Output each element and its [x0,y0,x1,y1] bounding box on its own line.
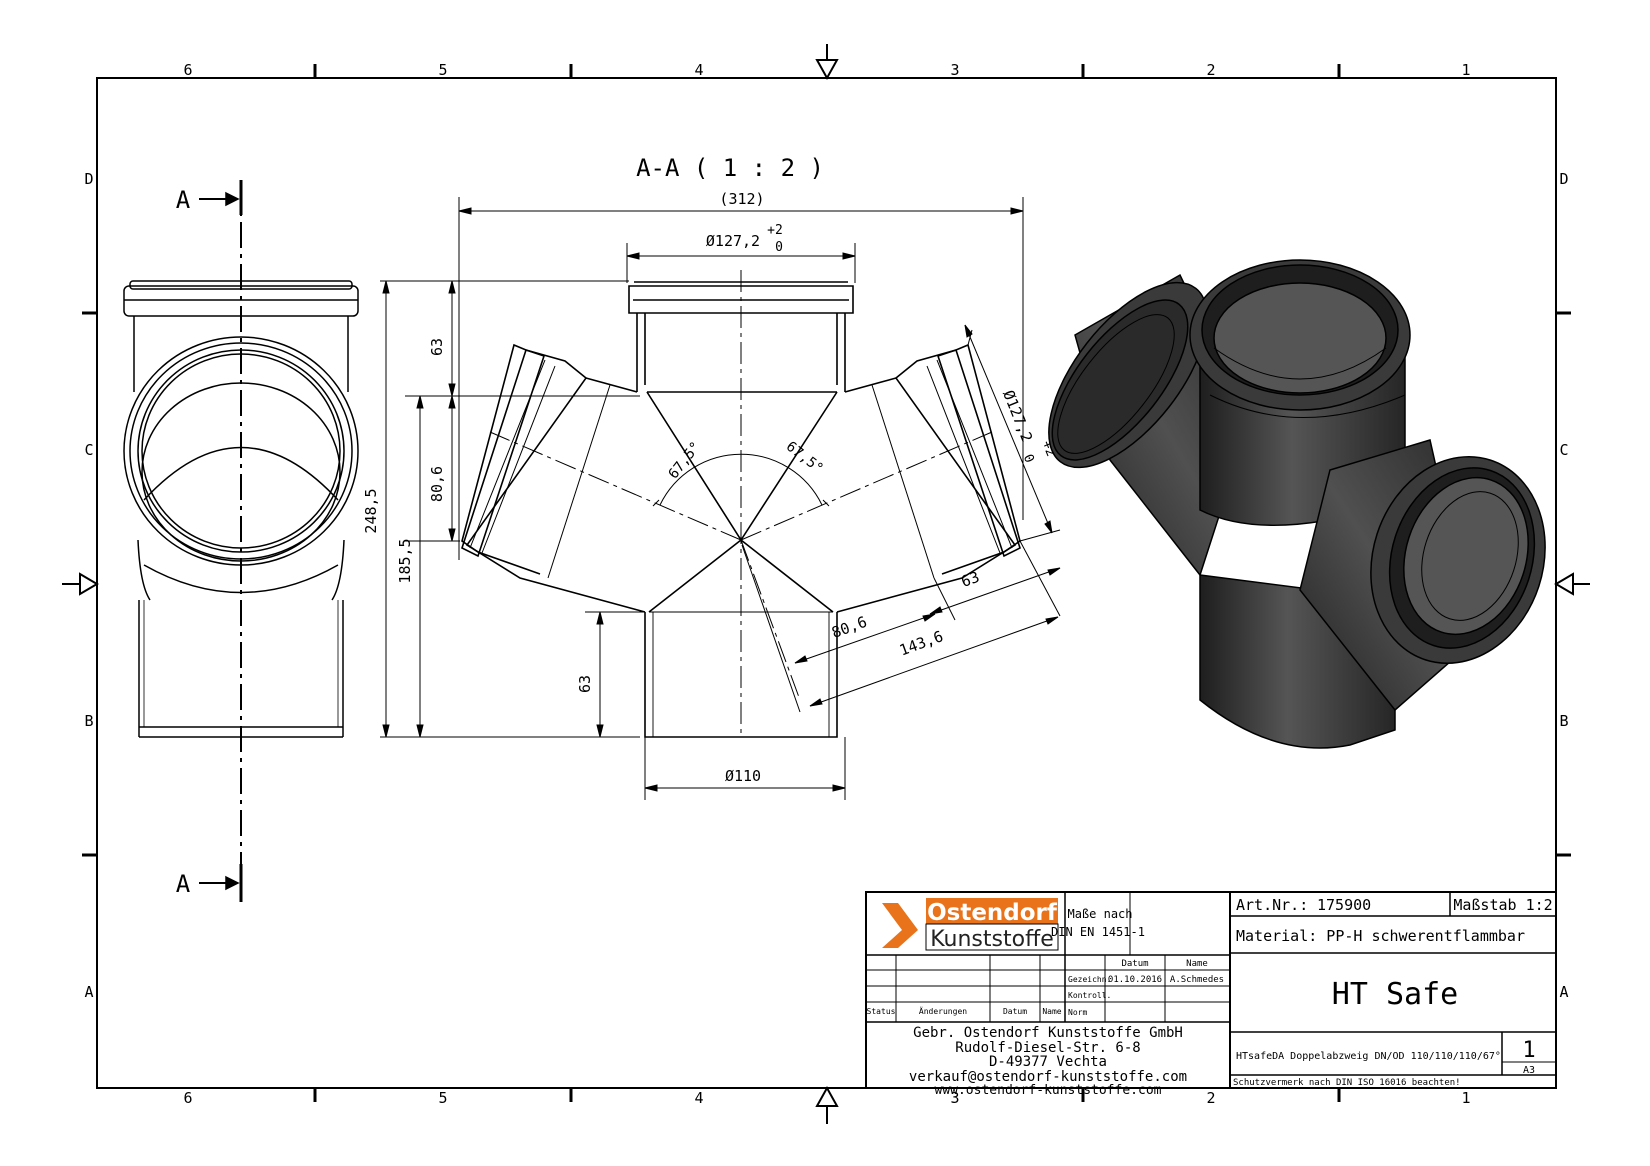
sheet-format: A3 [1523,1065,1535,1076]
dim-lower-height: 185,5 [396,538,414,583]
scale-label: Maßstab 1:2 [1453,896,1552,914]
col-label-bottom-2: 2 [1206,1089,1215,1107]
dim-spigot-diameter: Ø110 [725,767,761,785]
hdr-datum: Datum [1003,1007,1027,1016]
dim-socket-diameter-top: Ø127,2 [706,232,760,250]
row-label-left-c: C [84,441,93,459]
company-web: www.ostendorf-kunststoffe.com [935,1083,1162,1098]
row-kontroll: Kontroll. [1068,991,1111,1000]
art-nr-value: 175900 [1317,896,1371,914]
isometric-view [1048,259,1546,749]
title-block [865,891,1557,1089]
frame-ticks [82,64,1571,1102]
row-label-left-b: B [84,712,93,730]
side-view [123,180,359,902]
dim-overall-width: (312) [719,190,764,208]
section-label-top: A [176,186,191,214]
dim-socket-depth-top: 63 [428,338,446,356]
sheet-number: 1 [1522,1038,1535,1063]
col-label-top-3: 3 [950,61,959,79]
material: Material: PP-H schwerentflammbar [1236,927,1525,945]
col-label-top-1: 1 [1461,61,1470,79]
logo-line1: Ostendorf [927,900,1058,926]
product-description: HTsafeDA Doppelabzweig DN/OD 110/110/110… [1236,1051,1501,1062]
dim-branch-center: 80,6 [829,613,869,642]
dim-branch-length: 143,6 [897,627,946,659]
col-label-bottom-6: 6 [183,1089,192,1107]
dim-socket-diameter-side: Ø127,2 [999,388,1036,445]
dim-tolerance-upper: +2 [767,223,783,238]
frame-labels: 6 5 4 3 2 1 6 5 4 3 2 1 D C B A D C B A [84,61,1568,1107]
row-gezeichn: Gezeichn. [1068,975,1111,984]
col-label-bottom-4: 4 [694,1089,703,1107]
dim-angle-right: 67,5° [783,439,826,478]
protection-note: Schutzvermerk nach DIN ISO 16016 beachte… [1233,1078,1461,1088]
col-label-bottom-3: 3 [950,1089,959,1107]
company-email: verkauf@ostendorf-kunststoffe.com [909,1069,1187,1085]
hdr-name: Name [1042,1007,1061,1016]
art-nr-label: Art.Nr.: [1236,896,1308,914]
row-label-right-c: C [1559,441,1568,459]
company-name: Gebr. Ostendorf Kunststoffe GmbH [913,1025,1183,1041]
section-label-bottom: A [176,870,191,898]
col-label-bottom-1: 1 [1461,1089,1470,1107]
section-title: A-A ( 1 : 2 ) [636,154,824,182]
col-datum: Datum [1121,959,1148,969]
hdr-aenderungen: Änderungen [919,1006,967,1016]
col-label-top-5: 5 [438,61,447,79]
row-label-left-a: A [84,983,93,1001]
section-view [380,197,1061,800]
dim-branch-socket-depth: 63 [959,568,982,591]
hdr-status: Status [867,1007,896,1016]
col-name: Name [1186,959,1208,969]
dim-tolerance-lower: 0 [775,240,783,255]
dim-angle-left: 67,5° [666,439,705,482]
row-gezeichn-name: A.Schmedes [1170,975,1224,985]
row-label-left-d: D [84,170,93,188]
masse-nach-2: DIN EN 1451-1 [1051,925,1145,939]
logo-line2: Kunststoffe [930,927,1054,952]
col-label-top-2: 2 [1206,61,1215,79]
col-label-top-6: 6 [183,61,192,79]
row-gezeichn-date: 01.10.2016 [1108,975,1162,985]
masse-nach-1: Maße nach [1067,907,1132,921]
col-label-bottom-5: 5 [438,1089,447,1107]
dim-tolerance-side-lower: 0 [1020,452,1037,465]
row-label-right-a: A [1559,983,1568,1001]
company-city: D-49377 Vechta [989,1054,1107,1070]
centering-marks [62,44,1590,1124]
dim-spigot-length: 63 [576,675,594,693]
row-label-right-d: D [1559,170,1568,188]
product-name: HT Safe [1332,977,1458,1012]
company-street: Rudolf-Diesel-Str. 6-8 [955,1040,1140,1056]
col-label-top-4: 4 [694,61,703,79]
company-logo: Ostendorf Kunststoffe [882,898,1059,952]
row-label-right-b: B [1559,712,1568,730]
dim-center-height: 80,6 [428,466,446,502]
dim-total-height: 248,5 [362,488,380,533]
row-norm: Norm [1068,1008,1087,1017]
